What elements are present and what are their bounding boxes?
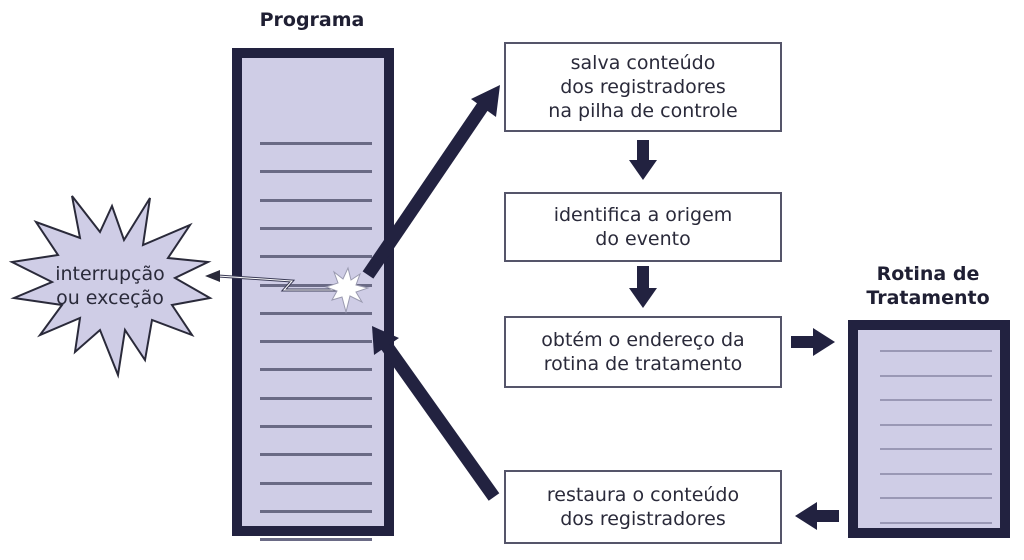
interrupt-signal-line xyxy=(217,274,338,292)
ruled-line xyxy=(260,311,372,315)
ruled-line xyxy=(260,453,372,457)
ruled-line xyxy=(260,226,372,230)
arrow-return-to-program xyxy=(372,326,500,501)
arrow-down-1 xyxy=(629,140,657,180)
ruled-line xyxy=(260,142,372,145)
step-restore-registers: restaura o conteúdo dos registradores xyxy=(504,470,782,544)
handler-title: Rotina de Tratamento xyxy=(866,263,990,309)
ruled-line xyxy=(260,538,372,542)
ruled-line xyxy=(880,399,992,401)
spark-icon xyxy=(324,266,370,314)
arrow-down-2 xyxy=(629,266,657,308)
step-get-handler-address: obtém o endereço da rotina de tratamento xyxy=(504,316,782,388)
ruled-line xyxy=(880,472,992,475)
ruled-line xyxy=(260,170,372,174)
ruled-line xyxy=(260,368,372,372)
step-identify-origin: identifica a origem do evento xyxy=(504,192,782,262)
event-starburst xyxy=(8,195,213,379)
ruled-line xyxy=(260,198,372,202)
ruled-line xyxy=(260,481,372,485)
step-identify-origin-text: identifica a origem do evento xyxy=(553,204,733,250)
program-title: Programa xyxy=(259,9,365,31)
ruled-line xyxy=(260,283,372,287)
ruled-line xyxy=(880,374,992,377)
ruled-line xyxy=(260,340,372,344)
ruled-line xyxy=(880,448,992,450)
event-label: interrupção ou exceção xyxy=(55,263,165,309)
ruled-line xyxy=(260,509,372,513)
handler-document xyxy=(848,320,1010,538)
ruled-line xyxy=(880,521,992,524)
ruled-line xyxy=(260,255,372,259)
step-save-registers: salva conteúdo dos registradores na pilh… xyxy=(504,42,782,132)
ruled-line xyxy=(880,423,992,426)
step-get-handler-address-text: obtém o endereço da rotina de tratamento xyxy=(541,329,745,375)
arrow-to-save xyxy=(362,85,500,279)
program-document xyxy=(232,48,394,542)
ruled-line xyxy=(260,425,372,428)
arrow-from-handler xyxy=(795,502,839,530)
step-save-registers-text: salva conteúdo dos registradores na pilh… xyxy=(548,52,738,122)
step-restore-registers-text: restaura o conteúdo dos registradores xyxy=(546,484,740,530)
ruled-line xyxy=(880,350,992,352)
arrow-to-handler xyxy=(791,328,835,356)
ruled-line xyxy=(880,497,992,499)
ruled-line xyxy=(260,396,372,400)
interrupt-arrowhead-icon xyxy=(205,270,220,282)
